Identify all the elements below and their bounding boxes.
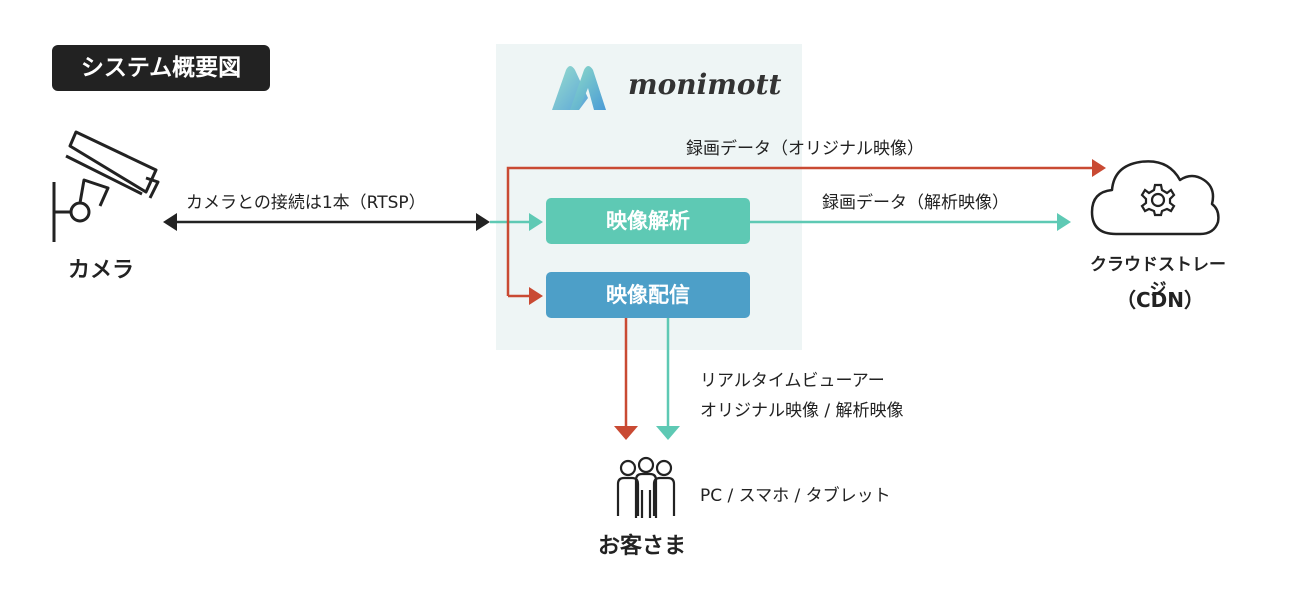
analysis-viewer-arrow xyxy=(656,318,680,440)
video-delivery-box: 映像配信 xyxy=(546,272,750,318)
customers-label: お客さま xyxy=(598,534,687,559)
video-analysis-box: 映像解析 xyxy=(546,198,750,244)
camera-connection-label: カメラとの接続は1本（RTSP） xyxy=(186,193,426,213)
viewer-label-line2: オリジナル映像 / 解析映像 xyxy=(700,401,904,421)
analysis-input-arrow xyxy=(490,213,543,231)
cdn-label: （CDN） xyxy=(1115,288,1205,312)
delivery-input-arrow xyxy=(508,287,543,305)
viewer-label-line1: リアルタイムビューアー xyxy=(700,371,885,391)
original-viewer-arrow xyxy=(614,318,638,440)
monimott-brand-name: monimott xyxy=(628,68,782,101)
camera-connection-arrow xyxy=(163,213,490,231)
diagram-title: システム概要図 xyxy=(52,45,270,91)
record-original-label: 録画データ（オリジナル映像） xyxy=(686,139,924,159)
customer-devices-label: PC / スマホ / タブレット xyxy=(700,486,891,506)
monimott-logo-icon xyxy=(552,66,606,110)
cloud-storage-label: クラウドストレージ xyxy=(1090,255,1226,300)
security-camera-icon xyxy=(52,130,160,242)
analysis-record-arrow xyxy=(750,213,1071,231)
original-record-arrow xyxy=(506,159,1106,296)
camera-label: カメラ xyxy=(68,258,135,283)
people-group-icon xyxy=(616,456,676,518)
cloud-gear-icon xyxy=(1090,160,1220,236)
record-analysis-label: 録画データ（解析映像） xyxy=(822,193,1009,213)
